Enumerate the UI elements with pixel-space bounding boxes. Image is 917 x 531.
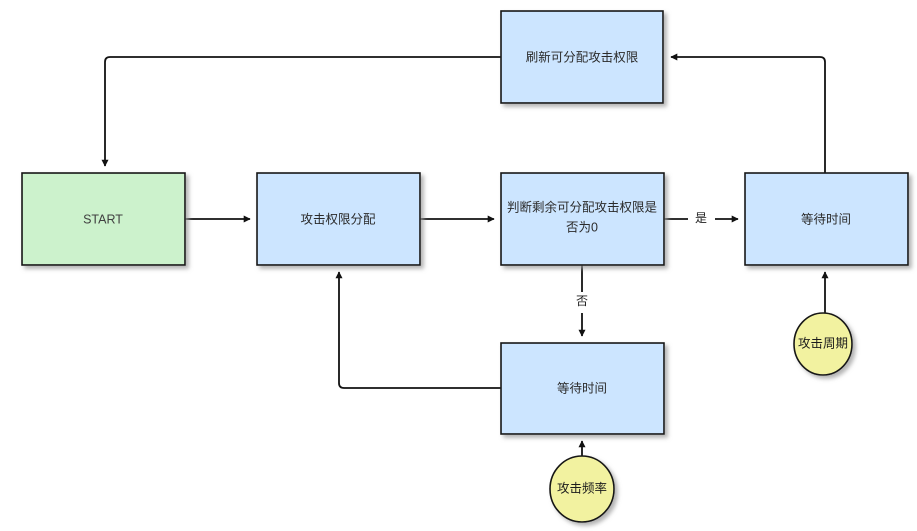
node-start[interactable]: START — [21, 172, 186, 266]
edge-wait-bottom-to-allocate — [335, 271, 501, 389]
node-wait-time-right[interactable]: 等待时间 — [744, 172, 909, 266]
node-wait-time-bottom-label: 等待时间 — [557, 380, 607, 395]
node-decision-label-line1: 判断剩余可分配攻击权限是 — [507, 199, 658, 214]
node-allocate-permissions[interactable]: 攻击权限分配 — [256, 172, 421, 266]
node-wait-time-bottom-shape[interactable] — [500, 342, 665, 435]
node-start-label: START — [83, 212, 123, 226]
node-allocate-permissions-label: 攻击权限分配 — [300, 211, 376, 226]
node-attack-cycle-shape[interactable] — [793, 312, 853, 376]
node-attack-frequency[interactable]: 攻击频率 — [549, 455, 615, 523]
node-wait-time-right-label: 等待时间 — [801, 211, 851, 226]
node-refresh-permissions-label: 刷新可分配攻击权限 — [526, 49, 639, 64]
node-attack-frequency-shape[interactable] — [549, 455, 615, 523]
node-start-shape[interactable] — [21, 172, 186, 266]
node-allocate-permissions-shape[interactable] — [256, 172, 421, 266]
node-attack-cycle[interactable]: 攻击周期 — [793, 312, 853, 376]
edge-wait-right-to-refresh — [670, 53, 826, 173]
node-refresh-permissions[interactable]: 刷新可分配攻击权限 — [500, 10, 664, 104]
node-decision-label-line2: 否为0 — [566, 220, 598, 234]
node-decision-remaining-permissions-shape[interactable] — [500, 172, 665, 266]
node-wait-time-right-shape[interactable] — [744, 172, 909, 266]
node-wait-time-bottom[interactable]: 等待时间 — [500, 342, 665, 435]
edge-refresh-to-start — [101, 56, 501, 167]
edge-label-no: 否 — [576, 294, 588, 308]
node-refresh-permissions-shape[interactable] — [500, 10, 664, 104]
node-attack-frequency-label: 攻击频率 — [557, 480, 607, 495]
edge-label-yes: 是 — [695, 211, 707, 225]
node-attack-cycle-label: 攻击周期 — [798, 336, 848, 350]
node-decision-remaining-permissions[interactable]: 判断剩余可分配攻击权限是 否为0 — [500, 172, 665, 266]
